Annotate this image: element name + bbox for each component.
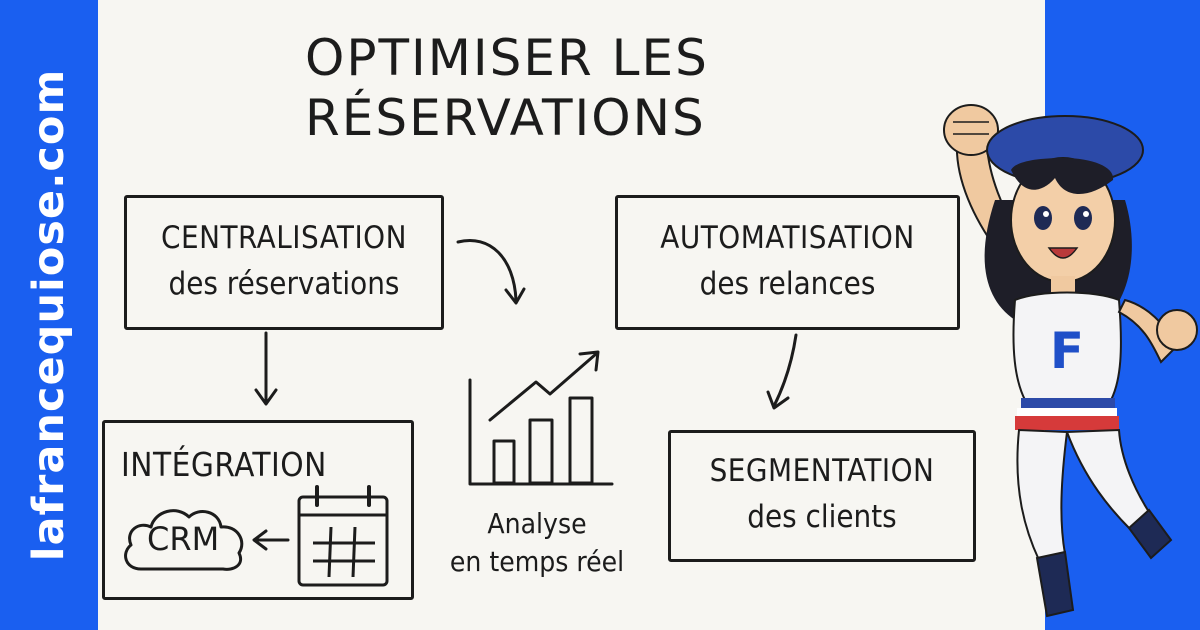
automatisation-subtitle: des relances <box>699 266 876 302</box>
centralisation-heading: CENTRALISATION <box>161 220 407 256</box>
site-url-vertical: lafrancequiose.com <box>24 68 74 562</box>
automatisation-box: AUTOMATISATION des relances <box>615 195 960 330</box>
illustration-canvas <box>98 0 1045 630</box>
integration-heading: INTÉGRATION <box>121 445 327 484</box>
analyse-label: Analyse en temps réel <box>432 505 642 581</box>
cloud-icon <box>124 509 244 571</box>
segmentation-heading: SEGMENTATION <box>709 453 935 489</box>
mascot-illustration: F <box>943 104 1198 618</box>
segmentation-box: SEGMENTATION des clients <box>668 430 976 562</box>
title-line-2: RÉSERVATIONS <box>305 89 706 147</box>
analyse-line-1: Analyse <box>487 507 587 540</box>
segmentation-subtitle: des clients <box>747 499 897 535</box>
integration-box: INTÉGRATION CRM <box>102 420 414 600</box>
analyse-line-2: en temps réel <box>449 545 625 578</box>
crm-label: CRM <box>147 520 220 558</box>
page-title: OPTIMISER LES RÉSERVATIONS <box>305 28 825 148</box>
calendar-icon <box>297 485 389 587</box>
centralisation-subtitle: des réservations <box>168 266 400 302</box>
shirt-letter: F <box>1050 322 1084 380</box>
title-line-1: OPTIMISER LES <box>305 29 709 87</box>
centralisation-box: CENTRALISATION des réservations <box>124 195 444 330</box>
automatisation-heading: AUTOMATISATION <box>660 220 915 256</box>
left-blue-band <box>0 0 98 630</box>
